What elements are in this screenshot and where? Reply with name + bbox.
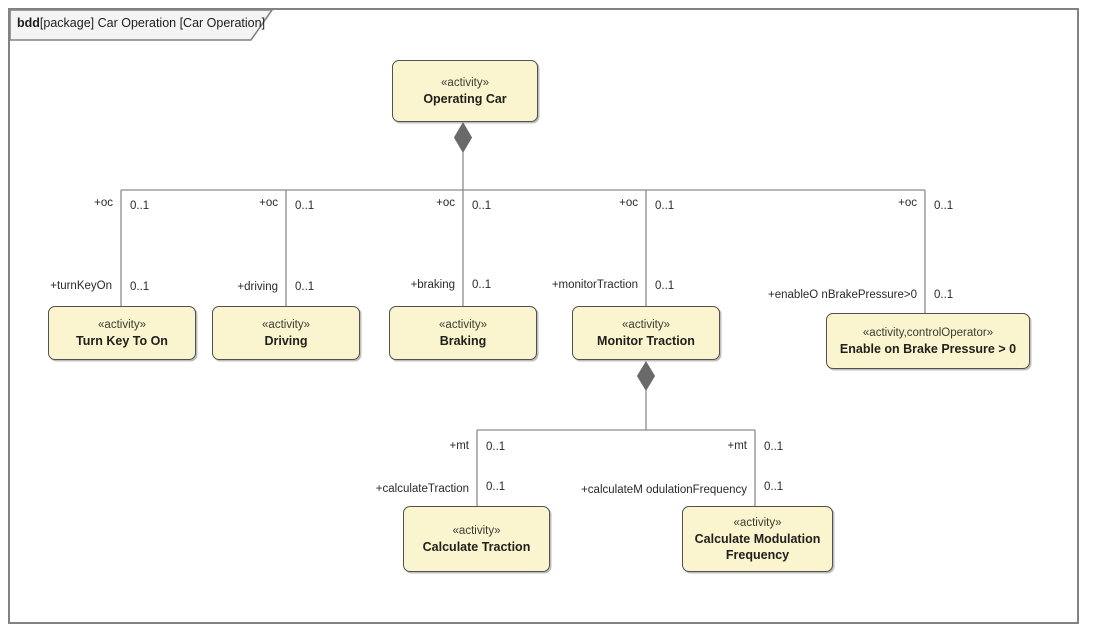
- frame-tab-title: bdd[package] Car Operation [Car Operatio…: [17, 16, 265, 30]
- stereotype-label: «activity»: [452, 524, 501, 537]
- edge-target-multiplicity[interactable]: 0..1: [472, 279, 492, 291]
- edge-source-multiplicity[interactable]: 0..1: [472, 200, 492, 212]
- stereotype-label: «activity,controlOperator»: [862, 326, 994, 339]
- edge-target-multiplicity[interactable]: 0..1: [934, 289, 954, 301]
- edge-source-multiplicity[interactable]: 0..1: [934, 200, 954, 212]
- edge-target-role[interactable]: +calculateTraction: [375, 483, 469, 495]
- stereotype-label: «activity»: [733, 516, 782, 529]
- edge-target-multiplicity[interactable]: 0..1: [764, 481, 784, 493]
- activity-box-turn-key-to-on[interactable]: «activity» Turn Key To On: [48, 306, 196, 360]
- edge-source-role[interactable]: +mt: [449, 440, 470, 452]
- activity-box-operating-car[interactable]: «activity» Operating Car: [392, 60, 538, 122]
- edge-source-role[interactable]: +oc: [259, 197, 278, 209]
- node-name: Driving: [264, 333, 308, 348]
- edge-target-role[interactable]: +turnKeyOn: [50, 280, 112, 292]
- edge-source-multiplicity[interactable]: 0..1: [295, 200, 315, 212]
- frame-tab: [9, 9, 274, 41]
- edge-source-multiplicity[interactable]: 0..1: [655, 200, 675, 212]
- node-name: Enable on Brake Pressure > 0: [839, 341, 1017, 356]
- edge-target-role[interactable]: +braking: [410, 279, 455, 291]
- edge-source-role[interactable]: +oc: [619, 197, 638, 209]
- stereotype-label: «activity»: [622, 318, 670, 331]
- edge-source-role[interactable]: +oc: [898, 197, 917, 209]
- edge-source-multiplicity[interactable]: 0..1: [486, 441, 506, 453]
- node-name: Braking: [439, 333, 487, 348]
- stereotype-label: «activity»: [98, 318, 146, 331]
- edge-source-multiplicity[interactable]: 0..1: [130, 200, 150, 212]
- activity-box-braking[interactable]: «activity» Braking: [389, 306, 537, 360]
- node-name: Monitor Traction: [597, 333, 695, 348]
- stereotype-label: «activity»: [262, 318, 310, 331]
- composition-diamond-operating-car[interactable]: [453, 122, 473, 153]
- frame-name-label: [package] Car Operation [Car Operation]: [39, 16, 266, 30]
- node-name: Calculate Traction: [422, 539, 531, 554]
- edge-target-role[interactable]: +enableO nBrakePressure>0: [768, 289, 917, 301]
- edge-target-role[interactable]: +monitorTraction: [551, 279, 638, 291]
- edge-target-multiplicity[interactable]: 0..1: [486, 481, 506, 493]
- stereotype-label: «activity»: [441, 76, 489, 89]
- composition-diamond-monitor-traction[interactable]: [636, 361, 656, 391]
- activity-box-driving[interactable]: «activity» Driving: [212, 306, 360, 360]
- edge-target-multiplicity[interactable]: 0..1: [655, 280, 675, 292]
- edge-source-role[interactable]: +oc: [94, 197, 113, 209]
- edge-source-multiplicity[interactable]: 0..1: [764, 441, 784, 453]
- activity-box-enable-on-brake-pressure[interactable]: «activity,controlOperator» Enable on Bra…: [826, 313, 1030, 369]
- edge-source-role[interactable]: +mt: [727, 440, 748, 452]
- edge-target-multiplicity[interactable]: 0..1: [295, 281, 315, 293]
- node-name: Operating Car: [423, 91, 507, 106]
- node-name: Calculate Modulation Frequency: [694, 531, 821, 562]
- activity-box-calculate-traction[interactable]: «activity» Calculate Traction: [403, 506, 550, 572]
- frame-kind-label: bdd: [17, 16, 40, 30]
- edge-target-role[interactable]: +calculateM odulationFrequency: [581, 484, 747, 496]
- edge-target-multiplicity[interactable]: 0..1: [130, 281, 150, 293]
- activity-box-monitor-traction[interactable]: «activity» Monitor Traction: [572, 306, 720, 360]
- node-name: Turn Key To On: [76, 333, 168, 348]
- edge-target-role[interactable]: +driving: [237, 281, 278, 293]
- edge-source-role[interactable]: +oc: [436, 197, 455, 209]
- diagram-frame-border: [8, 8, 1079, 624]
- stereotype-label: «activity»: [439, 318, 487, 331]
- activity-box-calculate-modulation-frequency[interactable]: «activity» Calculate Modulation Frequenc…: [682, 506, 833, 572]
